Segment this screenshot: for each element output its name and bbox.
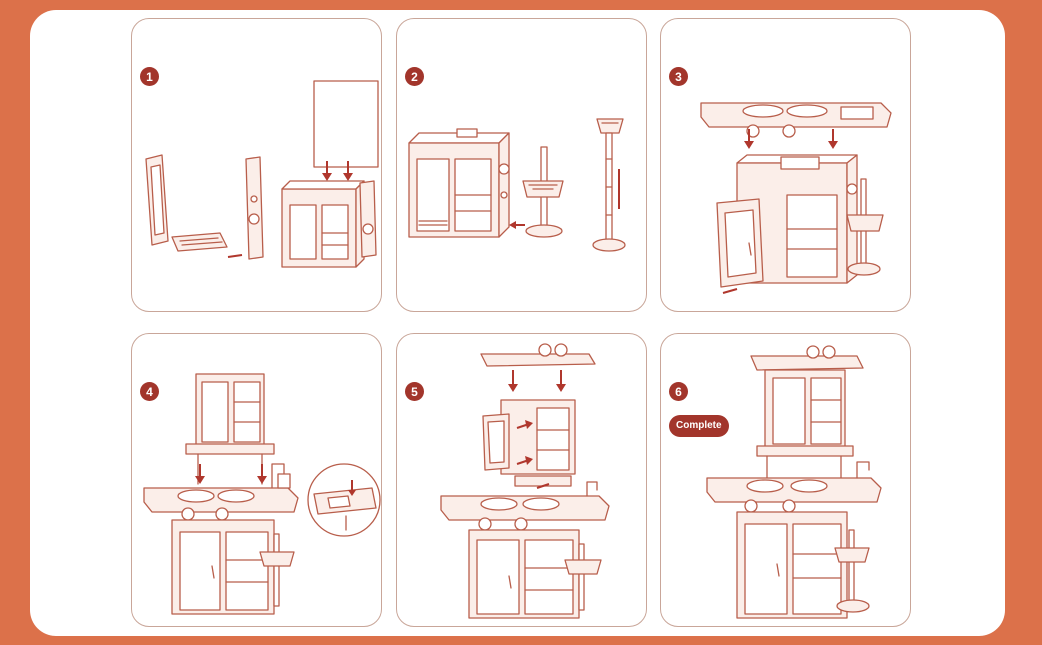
step-1-panel: 1: [131, 18, 382, 312]
step-6-illustration: [706, 345, 882, 619]
step-5-badge: 5: [405, 382, 424, 401]
step-4-panel: 4: [131, 333, 382, 627]
step-4-illustration: [143, 373, 381, 615]
complete-label: Complete: [669, 415, 729, 437]
step-5-illustration: [440, 343, 610, 619]
step-1-badge: 1: [140, 67, 159, 86]
instruction-sheet: 1: [30, 10, 1005, 636]
step-2-illustration: [408, 118, 626, 252]
step-3-badge: 3: [669, 67, 688, 86]
step-2-panel: 2: [396, 18, 647, 312]
step-4-badge: 4: [140, 382, 159, 401]
step-3-illustration: [700, 102, 892, 294]
step-5-panel: 5: [396, 333, 647, 627]
step-2-badge: 2: [405, 67, 424, 86]
step-6-badge: 6: [669, 382, 688, 401]
step-3-panel: 3: [660, 18, 911, 312]
step-1-illustration: [145, 80, 379, 268]
step-6-panel: 6 Complete: [660, 333, 911, 627]
